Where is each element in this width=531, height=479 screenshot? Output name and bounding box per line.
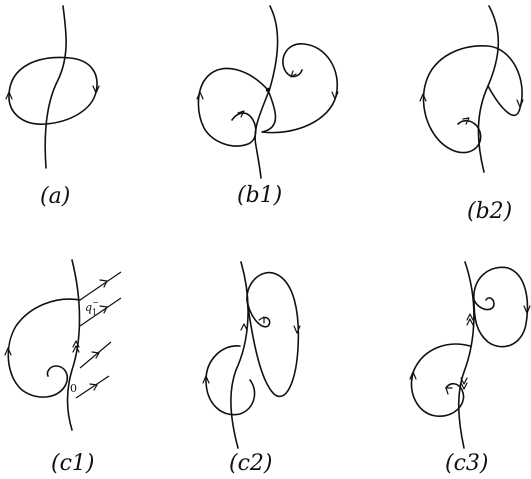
panel-c2-upper-spiral bbox=[246, 299, 271, 328]
panel-c1-point-zero: 0 bbox=[70, 382, 77, 395]
panel-c1-vertical-curve bbox=[66, 259, 81, 431]
panel-c1-flow-line-1 bbox=[79, 271, 122, 301]
panel-b1-left-loop bbox=[197, 67, 269, 147]
panel-c2-label: (c2) bbox=[229, 451, 272, 476]
panel-c2-upper-orbit bbox=[246, 271, 300, 397]
panel-a-label: (a) bbox=[40, 184, 70, 209]
panel-b1-label: (b1) bbox=[237, 183, 282, 208]
panel-c1-spiral-orbit bbox=[7, 298, 81, 398]
panel-a-arrow-up bbox=[5, 91, 13, 100]
panel-b1-arrow-left bbox=[196, 91, 204, 100]
panel-b1-saddle-point bbox=[265, 87, 271, 93]
panel-c3-lower-orbit bbox=[410, 343, 471, 417]
panel-b1-arrow-spiral-left bbox=[237, 110, 245, 118]
panel-c3-arrow-right bbox=[523, 305, 531, 314]
panel-c1-arrow-flow-3 bbox=[91, 351, 100, 359]
panel-a: (a) bbox=[5, 5, 100, 209]
panel-c1: q1− 0 (c1) bbox=[4, 259, 122, 476]
panel-c2-arrow-right bbox=[293, 325, 301, 334]
panel-c1-flow-line-3 bbox=[79, 341, 112, 369]
panel-c2-arrow-spiral bbox=[258, 316, 265, 324]
panel-b1-vertical-curve bbox=[254, 5, 279, 179]
panel-c1-arrow-vertical bbox=[72, 340, 80, 353]
panel-c3-arrow-vertical-up bbox=[466, 313, 474, 326]
panel-b1-right-loop bbox=[261, 43, 339, 134]
panel-c3-arrow-left bbox=[409, 371, 417, 380]
panel-c2-arrow-vertical bbox=[240, 323, 248, 331]
panel-c2-lower-orbit bbox=[205, 345, 256, 416]
panel-b2-vertical-curve bbox=[477, 5, 500, 173]
panel-c1-arrow-flow-4 bbox=[89, 383, 98, 391]
panel-c3-upper-spiral bbox=[473, 297, 495, 311]
panel-c1-arrow-flow-2 bbox=[99, 305, 108, 314]
panel-c3-arrow-spiral bbox=[445, 387, 453, 395]
panel-b1-arrow-spiral-right bbox=[290, 70, 297, 78]
panel-b1: (b1) bbox=[196, 5, 339, 208]
panel-c1-point-q: q1− bbox=[85, 298, 99, 317]
panel-a-arrow-down bbox=[92, 85, 100, 94]
panel-c1-arrow-orbit bbox=[4, 347, 12, 356]
panel-c2-vertical-curve bbox=[230, 261, 249, 449]
panel-b2-arrow-spiral bbox=[462, 117, 470, 125]
panel-b2-label: (b2) bbox=[467, 199, 512, 224]
panel-c3-upper-orbit bbox=[473, 266, 529, 348]
panel-b2-arrow-left bbox=[419, 93, 427, 102]
panel-c1-label: (c1) bbox=[51, 451, 94, 476]
panel-c3-label: (c3) bbox=[445, 451, 488, 476]
panel-c1-flow-line-2 bbox=[79, 297, 122, 327]
panel-c1-flow-line-4 bbox=[75, 375, 110, 399]
panel-c2-arrow-left bbox=[202, 375, 210, 384]
panel-c3: (c3) bbox=[409, 261, 531, 476]
panel-c2: (c2) bbox=[202, 261, 301, 476]
panel-b1-arrow-right bbox=[331, 91, 339, 100]
panel-c3-arrow-vertical-down bbox=[460, 377, 468, 390]
panel-b2-outer-orbit bbox=[422, 45, 523, 154]
panel-b2-arrow-right bbox=[516, 99, 524, 108]
panel-c3-vertical-curve bbox=[457, 261, 475, 449]
panel-c1-arrow-flow-1 bbox=[99, 279, 108, 288]
panel-b2: (b2) bbox=[419, 5, 524, 224]
panel-a-vertical-curve bbox=[44, 5, 67, 169]
